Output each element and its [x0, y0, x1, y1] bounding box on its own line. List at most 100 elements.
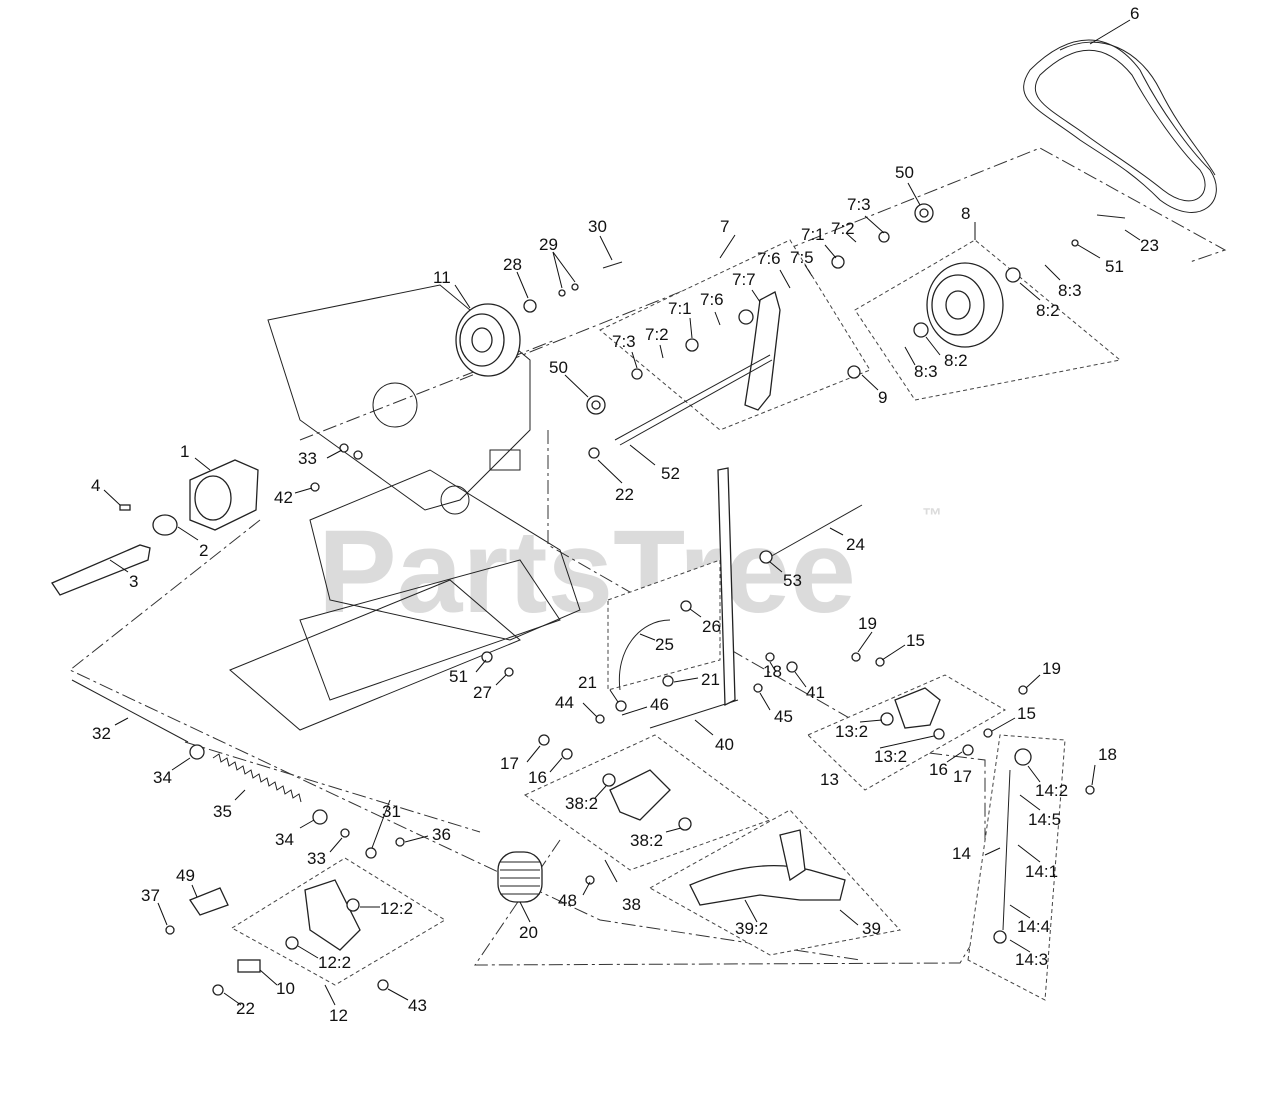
callout-7-6: 7:6: [700, 290, 724, 309]
hardware: [165, 443, 1095, 996]
callout-14: 14: [952, 844, 971, 863]
callout-21: 21: [578, 673, 597, 692]
callout-12-2: 12:2: [318, 953, 351, 972]
watermark-trademark: ™: [922, 505, 942, 527]
callout-15: 15: [906, 631, 925, 650]
callout-15: 15: [1017, 704, 1036, 723]
callout-52: 52: [661, 464, 680, 483]
callout-7-2: 7:2: [831, 219, 855, 238]
callout-14-5: 14:5: [1028, 810, 1061, 829]
callout-4: 4: [91, 476, 100, 495]
callout-18: 18: [1098, 745, 1117, 764]
callout-7-6: 7:6: [757, 249, 781, 268]
callout-14-4: 14:4: [1017, 917, 1050, 936]
callout-1: 1: [180, 442, 189, 461]
callout-23: 23: [1140, 236, 1159, 255]
callout-43: 43: [408, 996, 427, 1015]
callout-19: 19: [1042, 659, 1061, 678]
spring-20: [497, 851, 543, 903]
callout-13: 13: [820, 770, 839, 789]
callout-50: 50: [549, 358, 568, 377]
callout-13-2: 13:2: [835, 722, 868, 741]
callout-51: 51: [449, 667, 468, 686]
callout-31: 31: [382, 802, 401, 821]
spring-35: [189, 744, 328, 825]
idler-arm: [614, 291, 781, 446]
callout-22: 22: [236, 999, 255, 1018]
callout-32: 32: [92, 724, 111, 743]
callout-3: 3: [129, 572, 138, 591]
input-housing: [51, 459, 259, 596]
callout-42: 42: [274, 488, 293, 507]
callout-7-1: 7:1: [801, 225, 825, 244]
callout-39: 39: [862, 919, 881, 938]
callout-14-2: 14:2: [1035, 781, 1068, 800]
callout-19: 19: [858, 614, 877, 633]
callout-12: 12: [329, 1006, 348, 1025]
callout-50: 50: [895, 163, 914, 182]
callout-8-3: 8:3: [1058, 281, 1082, 300]
callout-16: 16: [929, 760, 948, 779]
callout-35: 35: [213, 802, 232, 821]
callout-41: 41: [806, 683, 825, 702]
callout-7-3: 7:3: [612, 332, 636, 351]
callout-13-2: 13:2: [874, 747, 907, 766]
callout-17: 17: [500, 754, 519, 773]
callout-6: 6: [1130, 4, 1139, 23]
callout-7-1: 7:1: [668, 299, 692, 318]
callout-45: 45: [774, 707, 793, 726]
pulley-11: [455, 303, 521, 377]
callout-7-7: 7:7: [732, 270, 756, 289]
callout-25: 25: [655, 635, 674, 654]
callout-14-3: 14:3: [1015, 950, 1048, 969]
callout-53: 53: [783, 571, 802, 590]
callout-20: 20: [519, 923, 538, 942]
callout-7: 7: [720, 217, 729, 236]
callout-51: 51: [1105, 257, 1124, 276]
callout-10: 10: [276, 979, 295, 998]
callout-30: 30: [588, 217, 607, 236]
callout-24: 24: [846, 535, 865, 554]
callout-22: 22: [615, 485, 634, 504]
chassis-frame: [229, 284, 581, 731]
callout-34: 34: [153, 768, 172, 787]
brackets: [189, 467, 941, 951]
callout-38: 38: [622, 895, 641, 914]
callout-49: 49: [176, 866, 195, 885]
callout-40: 40: [715, 735, 734, 754]
callout-14-1: 14:1: [1025, 862, 1058, 881]
callout-33: 33: [298, 449, 317, 468]
callout-16: 16: [528, 768, 547, 787]
pulley-8: [926, 262, 1004, 348]
callout-46: 46: [650, 695, 669, 714]
callout-26: 26: [702, 617, 721, 636]
callout-48: 48: [558, 891, 577, 910]
callout-21: 21: [701, 670, 720, 689]
callout-9: 9: [878, 388, 887, 407]
callout-38-2: 38:2: [565, 794, 598, 813]
callout-labels: 6 50 8 7 7:3 7:1 7:2 7:6 7:5 7:7 7:1 7:6…: [91, 4, 1159, 1025]
callout-18: 18: [763, 662, 782, 681]
callout-7-5: 7:5: [790, 248, 814, 267]
callout-36: 36: [432, 825, 451, 844]
callout-7-2: 7:2: [645, 325, 669, 344]
callout-29: 29: [539, 235, 558, 254]
callout-37: 37: [141, 886, 160, 905]
callout-44: 44: [555, 693, 574, 712]
callout-8: 8: [961, 204, 970, 223]
callout-12-2: 12:2: [380, 899, 413, 918]
bearings: [523, 203, 1079, 415]
drive-belt: [1023, 39, 1217, 213]
callout-8-3: 8:3: [914, 362, 938, 381]
callout-7-3: 7:3: [847, 195, 871, 214]
callout-27: 27: [473, 683, 492, 702]
watermark-text: PartsTree: [318, 506, 856, 638]
callout-8-2: 8:2: [1036, 301, 1060, 320]
watermark: PartsTree ™: [318, 505, 942, 638]
callout-28: 28: [503, 255, 522, 274]
callout-2: 2: [199, 541, 208, 560]
callout-8-2: 8:2: [944, 351, 968, 370]
rods: [71, 214, 1126, 931]
callout-34: 34: [275, 830, 294, 849]
